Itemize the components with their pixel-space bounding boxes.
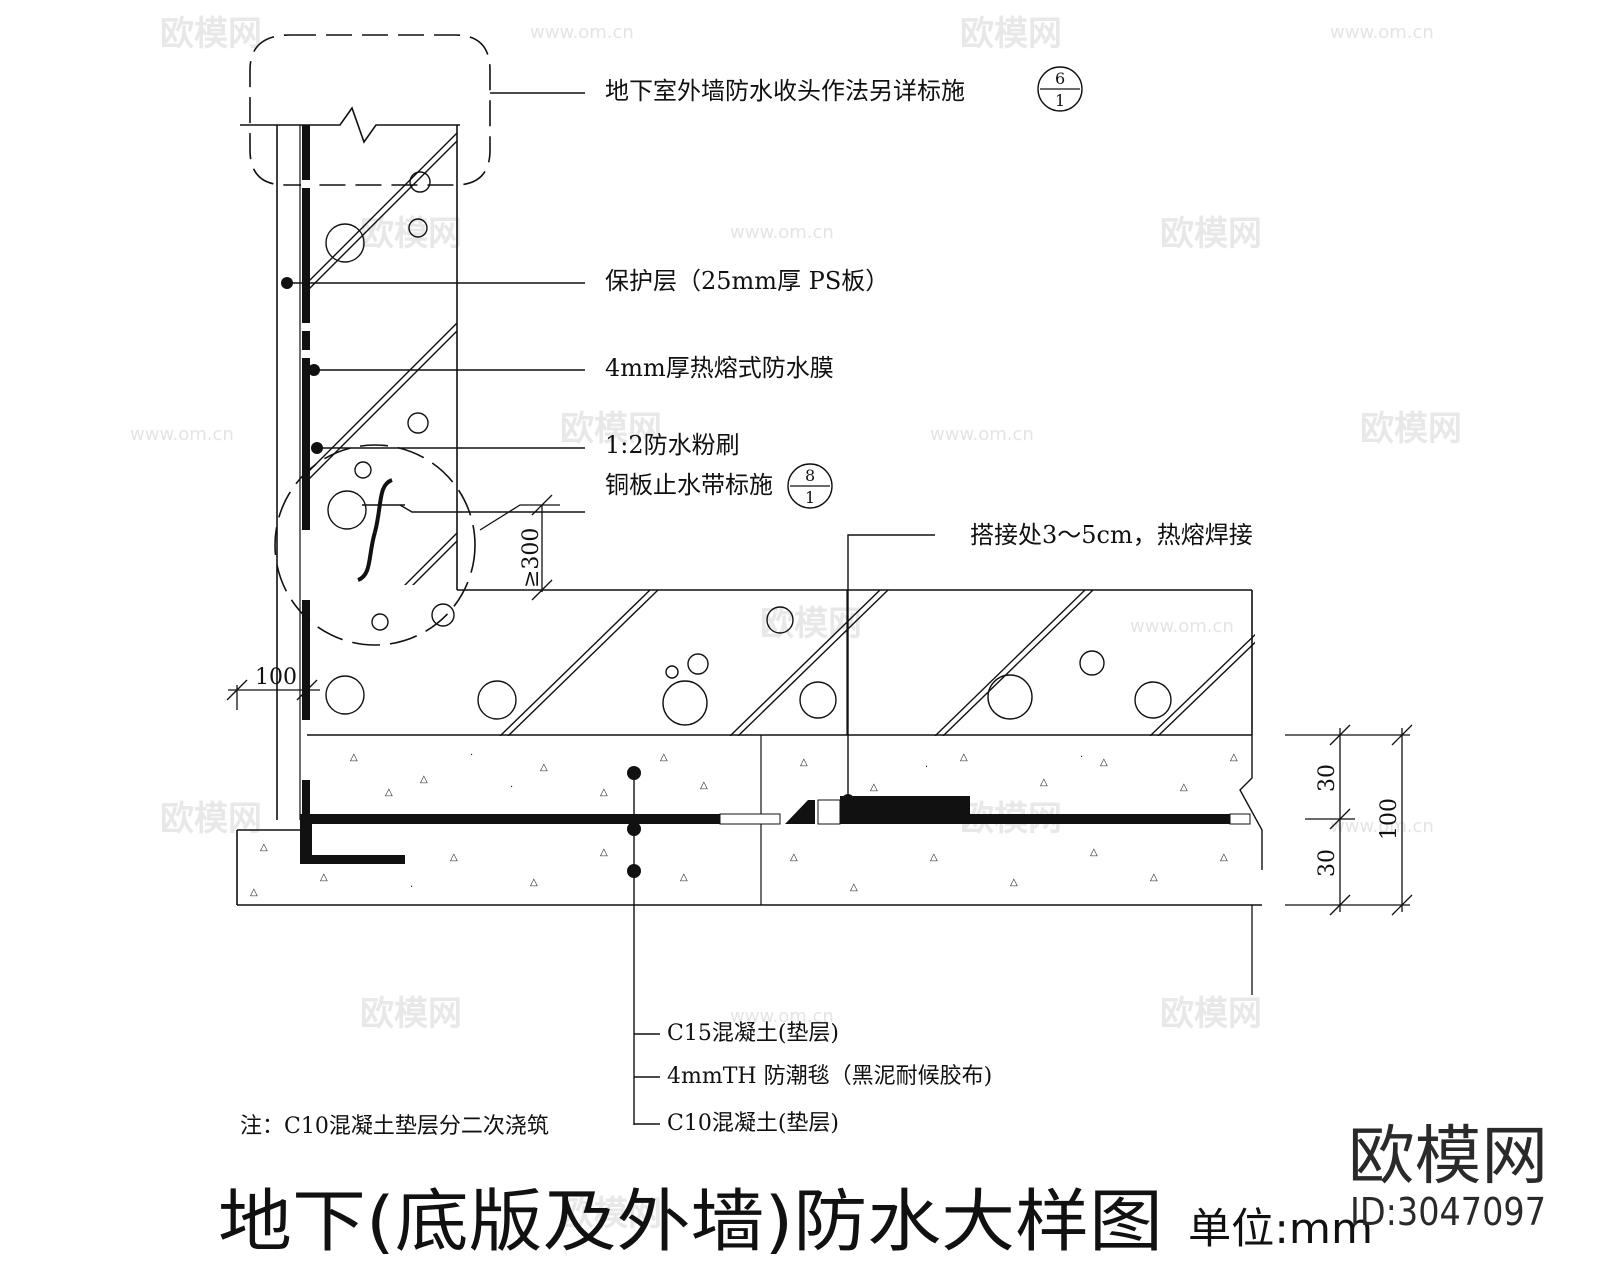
dim-100-right: 100 — [1377, 798, 1402, 840]
watermark-url: www.om.cn — [130, 424, 234, 445]
label-lap-joint: 搭接处3～5cm，热熔焊接 — [970, 521, 1253, 549]
structural-slab — [457, 589, 1255, 736]
c10-cushion-layer: △ △ △ △ △ △ △ △ △ △ △ △ △ △ · — [236, 829, 1262, 906]
label-c15: C15混凝土(垫层) — [667, 1021, 839, 1046]
svg-text:△: △ — [1040, 777, 1048, 788]
svg-text:△: △ — [960, 752, 968, 763]
dim-30-top: 30 — [1315, 764, 1340, 792]
svg-text:△: △ — [420, 774, 428, 785]
label-c10: C10混凝土(垫层) — [667, 1111, 839, 1136]
svg-text:△: △ — [320, 872, 328, 883]
svg-text:·: · — [925, 762, 928, 773]
ref-waterstop-num: 8 — [805, 466, 815, 485]
svg-text:△: △ — [600, 847, 608, 858]
ref-symbol-waterstop: 8 1 — [787, 463, 833, 509]
watermark: 欧模网 — [1160, 214, 1262, 254]
svg-text:·: · — [470, 750, 473, 761]
note-text: 注：C10混凝土垫层分二次浇筑 — [240, 1114, 549, 1139]
watermark-url: www.om.cn — [1330, 22, 1434, 43]
brand-logo: 欧模网 — [1348, 1120, 1548, 1194]
svg-text:△: △ — [680, 872, 688, 883]
dimension-lines — [226, 494, 1413, 995]
svg-text:△: △ — [1230, 752, 1238, 763]
svg-text:△: △ — [350, 752, 358, 763]
svg-text:△: △ — [600, 787, 608, 798]
detail-callout-bubble — [249, 34, 491, 186]
watermark: 欧模网 — [960, 14, 1062, 54]
svg-text:·: · — [1080, 752, 1083, 763]
svg-text:△: △ — [540, 762, 548, 773]
watermark: 欧模网 — [160, 799, 262, 839]
c15-cushion-layer: △ △ · △ △ △ △ △ △ △ △ △ △ △ △ · · · — [307, 734, 1263, 905]
waterstop — [274, 444, 476, 646]
leader-lines — [285, 92, 935, 1125]
label-top-note: 地下室外墙防水收头作法另详标施 — [605, 77, 965, 105]
svg-text:△: △ — [660, 752, 668, 763]
svg-text:△: △ — [930, 852, 938, 863]
watermark-layer: 欧模网 www.om.cn 欧模网 www.om.cn 欧模网 www.om.c… — [130, 14, 1462, 1234]
watermark: 欧模网 — [1360, 409, 1462, 449]
svg-text:△: △ — [1100, 757, 1108, 768]
unit-label: 单位:mm — [1188, 1204, 1373, 1253]
svg-text:△: △ — [1150, 872, 1158, 883]
label-plaster: 1:2防水粉刷 — [605, 431, 740, 459]
svg-text:△: △ — [385, 787, 393, 798]
svg-text:△: △ — [1010, 877, 1018, 888]
label-moisture-mat: 4mmTH 防潮毯（黑泥耐候胶布) — [667, 1064, 992, 1089]
svg-text:△: △ — [1220, 852, 1228, 863]
watermark-url: www.om.cn — [730, 222, 834, 243]
svg-text:△: △ — [260, 842, 268, 853]
watermark-url: www.om.cn — [1130, 616, 1234, 637]
watermark: 欧模网 — [360, 994, 462, 1034]
watermark: 欧模网 — [560, 409, 662, 449]
label-waterstop: 铜板止水带标施 — [605, 471, 773, 499]
svg-text:·: · — [410, 882, 413, 893]
dim-30-bottom: 30 — [1315, 849, 1340, 877]
label-membrane: 4mm厚热熔式防水膜 — [605, 354, 834, 382]
ref-top-den: 1 — [1055, 91, 1065, 110]
svg-text:△: △ — [530, 877, 538, 888]
svg-text:△: △ — [1180, 782, 1188, 793]
floor-membrane — [300, 796, 1251, 864]
ref-top-num: 6 — [1055, 69, 1065, 88]
watermark-url: www.om.cn — [530, 22, 634, 43]
dim-300: ≥300 — [519, 528, 544, 588]
drawing-title: 地下(底版及外墙)防水大样图 — [218, 1183, 1163, 1262]
watermark: 欧模网 — [560, 1194, 662, 1234]
watermark-url: www.om.cn — [930, 424, 1034, 445]
break-line — [240, 106, 460, 144]
watermark-url: www.om.cn — [1330, 816, 1434, 837]
svg-text:△: △ — [850, 882, 858, 893]
watermark: 欧模网 — [1160, 994, 1262, 1034]
ref-waterstop-den: 1 — [805, 488, 815, 507]
watermark-url: www.om.cn — [730, 1006, 834, 1027]
svg-text:△: △ — [790, 852, 798, 863]
wall-waterproof-layers — [276, 125, 311, 825]
svg-text:·: · — [510, 782, 513, 793]
leader-dots — [281, 277, 854, 878]
svg-text:△: △ — [700, 780, 708, 791]
svg-text:△: △ — [450, 852, 458, 863]
svg-text:△: △ — [870, 782, 878, 793]
watermark: 欧模网 — [160, 14, 262, 54]
dim-100-left: 100 — [255, 665, 297, 690]
brand-id: ID:3047097 — [1350, 1190, 1546, 1234]
svg-text:△: △ — [1090, 847, 1098, 858]
ref-symbol-top: 6 1 — [1037, 66, 1083, 112]
svg-text:△: △ — [250, 887, 258, 898]
svg-text:△: △ — [800, 757, 808, 768]
label-protection-layer: 保护层（25mm厚 PS板） — [605, 267, 889, 295]
